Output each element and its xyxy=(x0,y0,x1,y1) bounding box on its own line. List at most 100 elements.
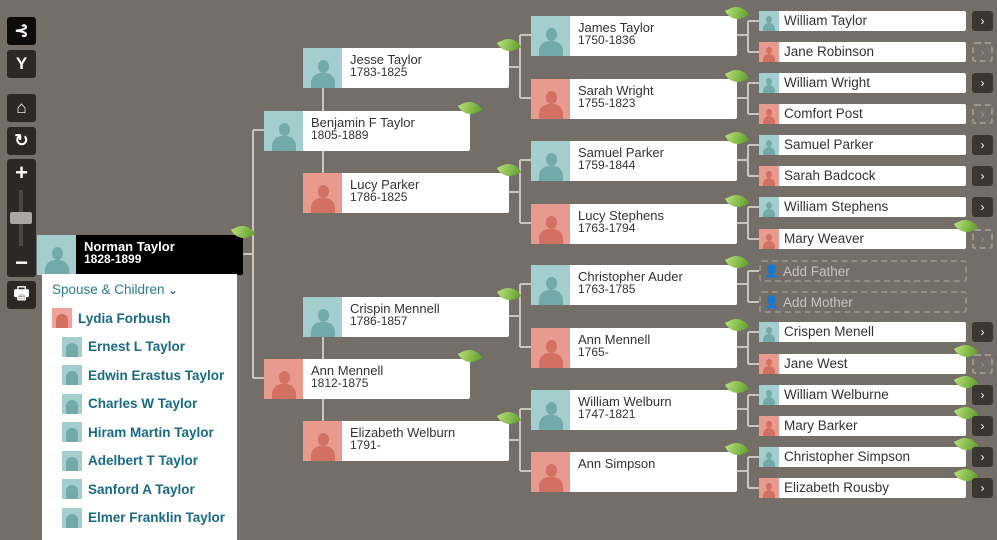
child-name: Edwin Erastus Taylor xyxy=(88,367,225,383)
silhouette xyxy=(538,151,564,181)
child-item[interactable]: Ernest L Taylor xyxy=(42,333,237,362)
person-card[interactable]: Jane Robinson xyxy=(759,42,966,62)
expand-ancestors-button[interactable]: › xyxy=(972,42,993,62)
person-card[interactable]: Elizabeth Rousby xyxy=(759,464,979,498)
expand-ancestors-button[interactable]: › xyxy=(972,229,993,249)
female-avatar-icon xyxy=(52,308,72,329)
child-name: Adelbert T Taylor xyxy=(88,453,199,469)
expand-ancestors-button[interactable]: › xyxy=(972,322,993,342)
person-card[interactable]: Mary Weaver xyxy=(759,215,979,249)
child-name: Elmer Franklin Taylor xyxy=(88,510,226,526)
spouse-name: Lydia Forbush xyxy=(78,310,171,326)
person-dates: 1755-1823 xyxy=(578,96,636,110)
person-info: William Welburne xyxy=(779,385,889,405)
male-avatar-icon xyxy=(759,73,779,93)
refresh-icon: ↻ xyxy=(14,131,29,150)
person-name: Ann Mennell xyxy=(311,363,384,378)
person-dates: 1763-1794 xyxy=(578,221,636,235)
expand-ancestors-button[interactable]: › xyxy=(972,73,993,93)
person-card[interactable]: Samuel Parker xyxy=(759,135,966,155)
zoom-slider-handle[interactable] xyxy=(10,212,32,224)
expand-ancestors-button[interactable]: › xyxy=(972,197,993,217)
expand-ancestors-button[interactable]: › xyxy=(972,416,993,436)
spouse-item[interactable]: Lydia Forbush xyxy=(42,304,237,333)
person-info: Samuel Parker xyxy=(779,135,873,155)
expand-ancestors-button[interactable]: › xyxy=(972,354,993,374)
print-button[interactable]: 🖶 xyxy=(7,281,36,309)
person-card[interactable]: Mary Barker xyxy=(759,402,979,436)
person-info: Christopher Simpson xyxy=(779,447,910,467)
silhouette xyxy=(310,58,336,88)
expand-ancestors-button[interactable]: › xyxy=(972,11,993,31)
female-avatar-icon xyxy=(759,104,779,124)
person-dates: 1791- xyxy=(350,438,381,452)
male-avatar-icon xyxy=(759,197,779,217)
home-button[interactable]: ⌂ xyxy=(7,94,36,122)
person-name: Jane West xyxy=(784,356,848,371)
person-dates: 1747-1821 xyxy=(578,407,636,421)
person-info: Mary Barker xyxy=(779,416,858,436)
zoom-out-button[interactable]: − xyxy=(7,249,36,277)
silhouette xyxy=(762,77,776,93)
spouse-children-toggle[interactable]: Spouse & Children ⌄ xyxy=(42,274,237,304)
child-item[interactable]: Elmer Franklin Taylor xyxy=(42,504,237,533)
female-avatar-icon xyxy=(303,173,342,213)
person-card[interactable]: Jane West xyxy=(759,340,979,374)
person-name: William Welburne xyxy=(784,387,889,402)
silhouette xyxy=(538,89,564,119)
add-mother-button[interactable]: 👤Add Mother xyxy=(759,291,967,313)
expand-ancestors-button[interactable]: › xyxy=(972,447,993,467)
person-card[interactable]: Crispen Menell xyxy=(759,322,966,342)
person-name: William Welburn xyxy=(578,394,672,409)
silhouette xyxy=(538,214,564,244)
child-item[interactable]: Adelbert T Taylor xyxy=(42,447,237,476)
pedigree-view-button[interactable]: ⊰ xyxy=(7,17,36,45)
child-item[interactable]: Hiram Martin Taylor xyxy=(42,418,237,447)
child-item[interactable]: Charles W Taylor xyxy=(42,390,237,419)
silhouette xyxy=(762,389,776,405)
expand-ancestors-button[interactable]: › xyxy=(972,135,993,155)
person-card[interactable]: Christopher Simpson xyxy=(759,433,979,467)
male-avatar-icon xyxy=(759,135,779,155)
expand-ancestors-button[interactable]: › xyxy=(972,166,993,186)
child-item[interactable]: Sanford A Taylor xyxy=(42,475,237,504)
person-card[interactable]: William Wright xyxy=(759,73,966,93)
expand-ancestors-button[interactable]: › xyxy=(972,104,993,124)
person-name: Lucy Stephens xyxy=(578,208,665,223)
add-father-button[interactable]: 👤Add Father xyxy=(759,260,967,282)
person-dates: 1828-1899 xyxy=(84,252,142,266)
person-card[interactable]: William Taylor xyxy=(759,11,966,31)
expand-ancestors-button[interactable]: › xyxy=(972,478,993,498)
expand-ancestors-button[interactable]: › xyxy=(972,385,993,405)
person-card[interactable]: Sarah Badcock xyxy=(759,166,966,186)
person-card[interactable]: William Welburne xyxy=(759,371,979,405)
person-card[interactable]: Ann Simpson xyxy=(531,438,750,492)
zoom-in-button[interactable]: + xyxy=(7,159,36,187)
descendancy-view-button[interactable]: Y xyxy=(7,50,36,78)
child-item[interactable]: Edwin Erastus Taylor xyxy=(42,361,237,390)
male-avatar-icon xyxy=(264,111,303,151)
person-card[interactable]: William Stephens xyxy=(759,197,966,217)
reset-button[interactable]: ↻ xyxy=(7,127,36,155)
person-card[interactable]: Comfort Post xyxy=(759,104,966,124)
person-name: Elizabeth Welburn xyxy=(350,425,456,440)
person-name: Crispen Menell xyxy=(784,324,875,339)
